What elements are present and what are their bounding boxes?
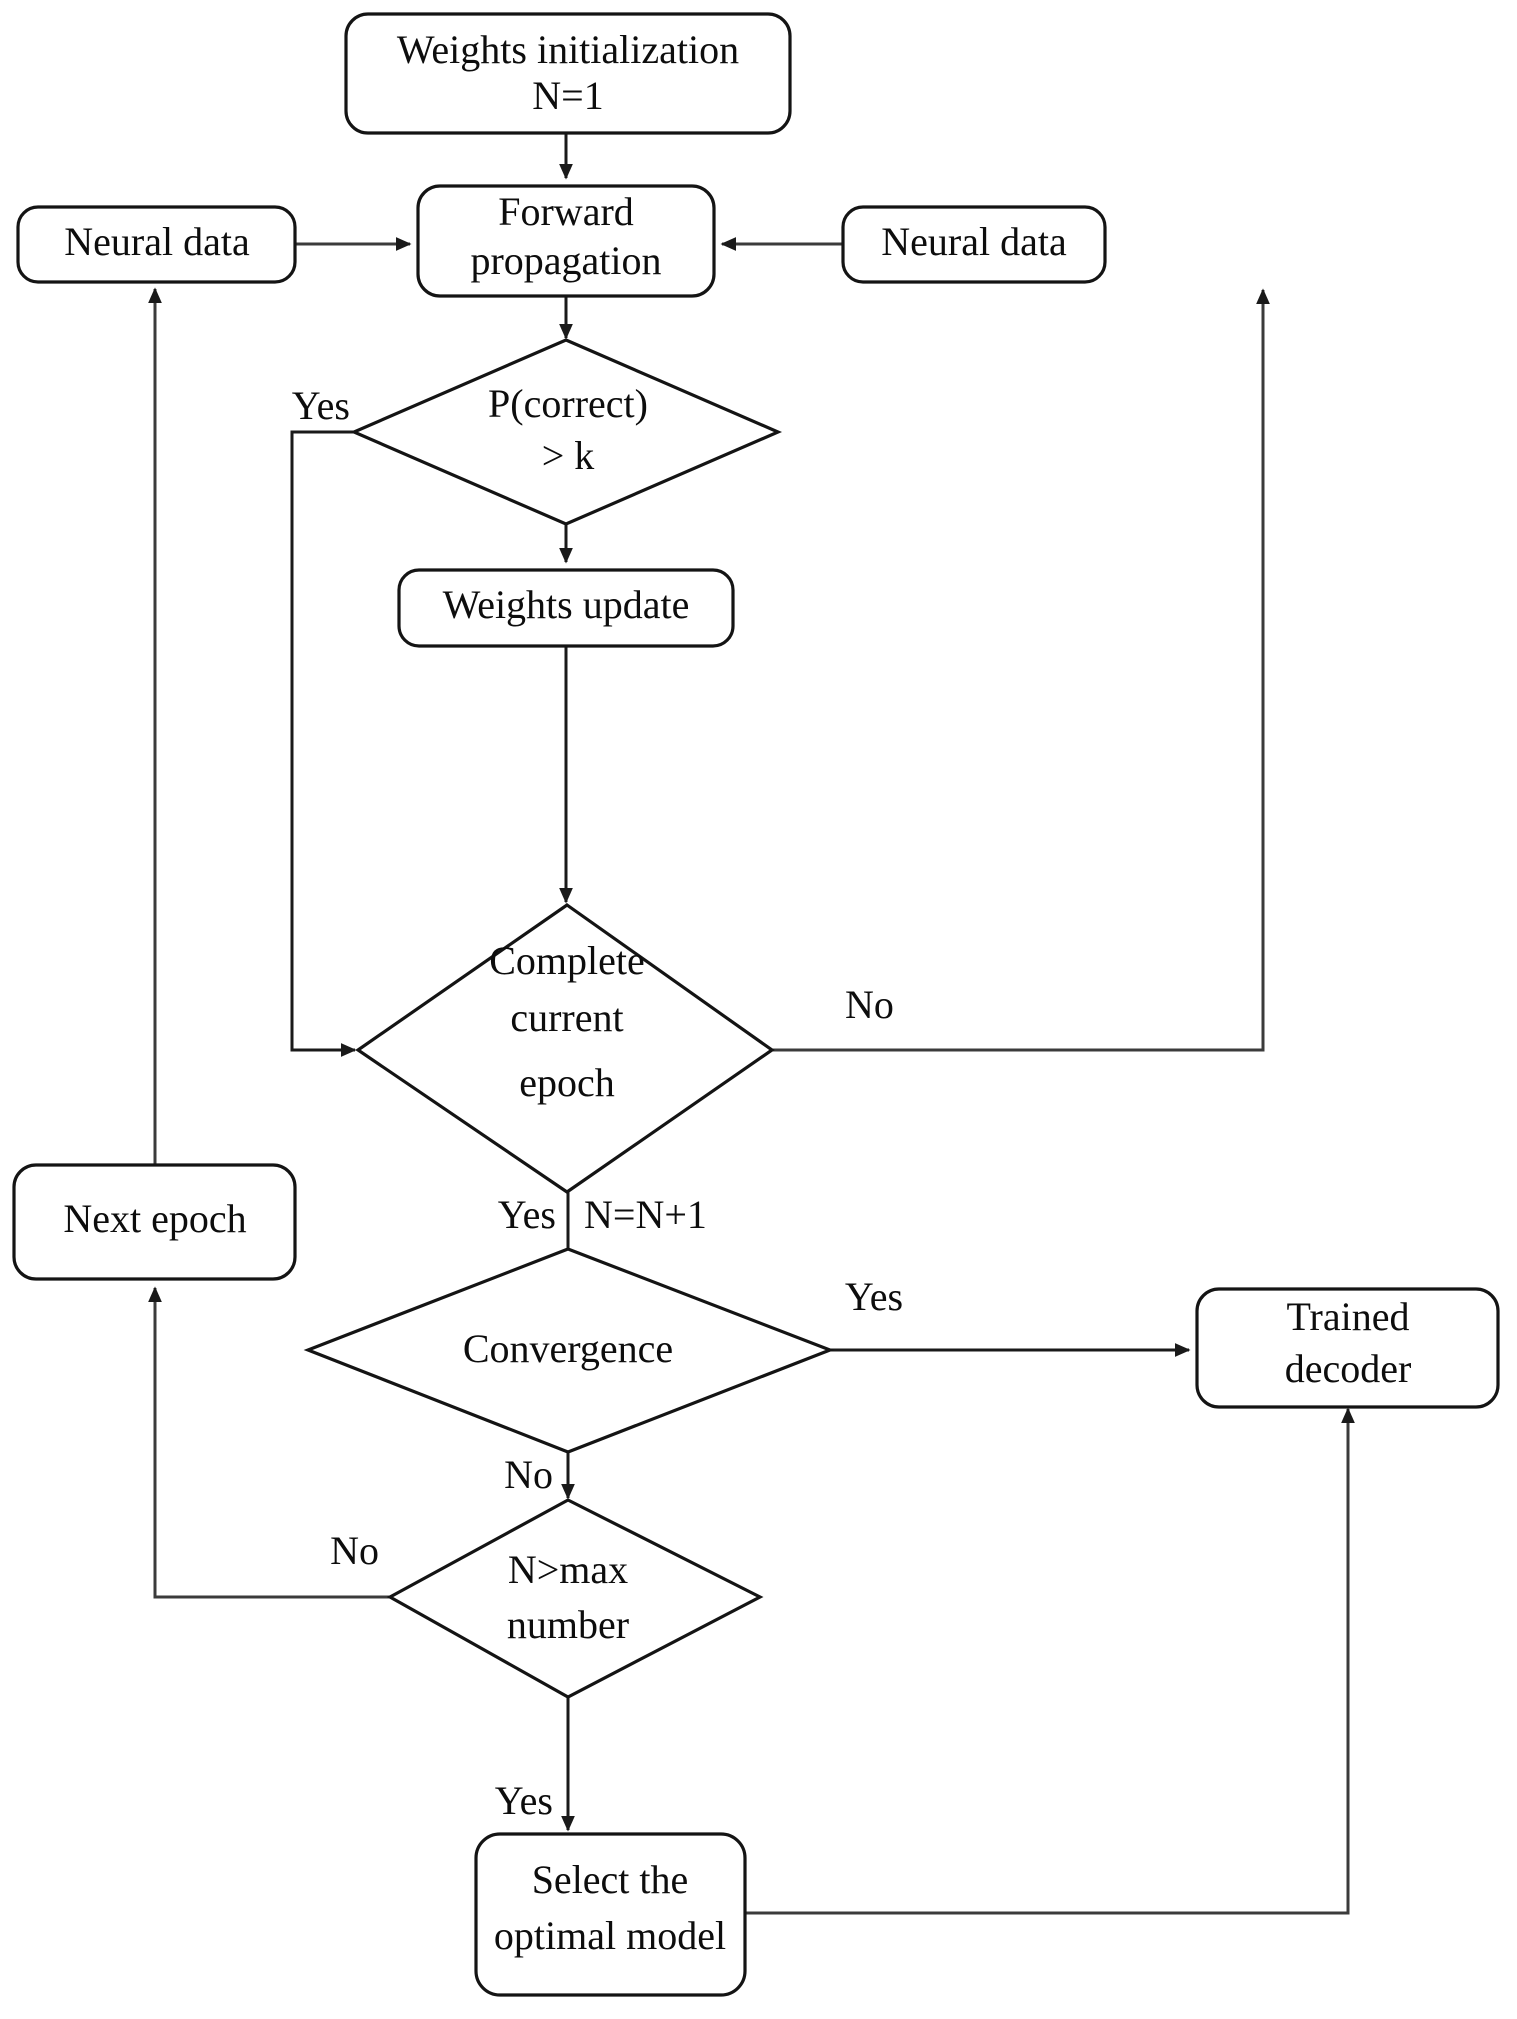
node-forward-propagation-box [416,184,716,298]
node-next-epoch[interactable]: Next epoch [12,1163,297,1281]
node-next-epoch-label: Next epoch [63,1196,246,1241]
edge-label-convergence-no: No [504,1452,553,1497]
node-weights-update-box [397,568,735,648]
node-p-correct-decision[interactable]: P(correct) > k [349,338,783,526]
node-neural-data-left[interactable]: Neural data [16,205,297,284]
edge-selectoptimal-to-traineddecoder [745,1407,1355,1915]
node-p-correct-decision-line2: > k [542,433,595,478]
node-n-gt-max-decision-line2: number [507,1602,629,1647]
node-complete-epoch-decision-line1: Complete [489,938,645,983]
edge-label-convergence-yes: Yes [845,1274,903,1319]
node-complete-epoch-decision[interactable]: Complete current epoch [355,903,775,1194]
edge-label-increment-counter: N=N+1 [584,1192,707,1237]
edge-label-pcorrect-yes: Yes [292,383,350,428]
node-weights-initialization-box [344,12,792,135]
node-select-optimal-model-line2: optimal model [494,1913,726,1958]
edge-completeepoch-no-to-neuraldataright [772,288,1270,1052]
node-n-gt-max-decision-line1: N>max [508,1547,628,1592]
edge-label-ngtmax-no: No [330,1528,379,1573]
edge-ngtmax-no-to-nextepoch [148,1286,390,1599]
node-select-optimal-model-line1: Select the [532,1857,689,1902]
edge-pcorrect-yes-to-completeepoch [290,430,357,1057]
node-p-correct-decision-line1: P(correct) [488,381,648,426]
node-complete-epoch-decision-line3: epoch [519,1060,615,1105]
node-weights-initialization[interactable]: Weights initialization N=1 [344,12,792,135]
node-forward-propagation-line2: propagation [470,238,661,283]
node-complete-epoch-decision-diamond [355,903,775,1194]
node-neural-data-right[interactable]: Neural data [841,205,1107,284]
node-complete-epoch-decision-line2: current [510,995,623,1040]
edge-label-ngtmax-yes: Yes [495,1778,553,1823]
node-n-gt-max-decision[interactable]: N>max number [386,1498,764,1699]
node-neural-data-left-label: Neural data [64,219,250,264]
node-n-gt-max-decision-diamond [386,1498,764,1699]
node-neural-data-right-label: Neural data [881,219,1067,264]
node-convergence-decision[interactable]: Convergence [303,1247,835,1454]
node-convergence-decision-diamond [303,1247,835,1454]
edge-label-completeepoch-no: No [845,982,894,1027]
node-weights-update-label: Weights update [443,582,690,627]
node-convergence-decision-label: Convergence [463,1326,673,1371]
node-trained-decoder-line2: decoder [1285,1346,1412,1391]
node-forward-propagation-line1: Forward [498,189,634,234]
edge-label-completeepoch-yes: Yes [498,1192,556,1237]
node-neural-data-right-box [841,205,1107,284]
node-trained-decoder-line1: Trained [1287,1294,1410,1339]
node-next-epoch-box [12,1163,297,1281]
node-select-optimal-model-box [474,1832,747,1997]
node-neural-data-left-box [16,205,297,284]
node-trained-decoder-box [1195,1287,1500,1409]
node-weights-update[interactable]: Weights update [397,568,735,648]
node-weights-initialization-line2: N=1 [532,73,603,118]
node-weights-initialization-line1: Weights initialization [397,27,739,72]
node-trained-decoder[interactable]: Trained decoder [1195,1287,1500,1409]
node-forward-propagation[interactable]: Forward propagation [416,184,716,298]
node-p-correct-decision-diamond [349,338,783,526]
node-select-optimal-model[interactable]: Select the optimal model [474,1832,747,1997]
